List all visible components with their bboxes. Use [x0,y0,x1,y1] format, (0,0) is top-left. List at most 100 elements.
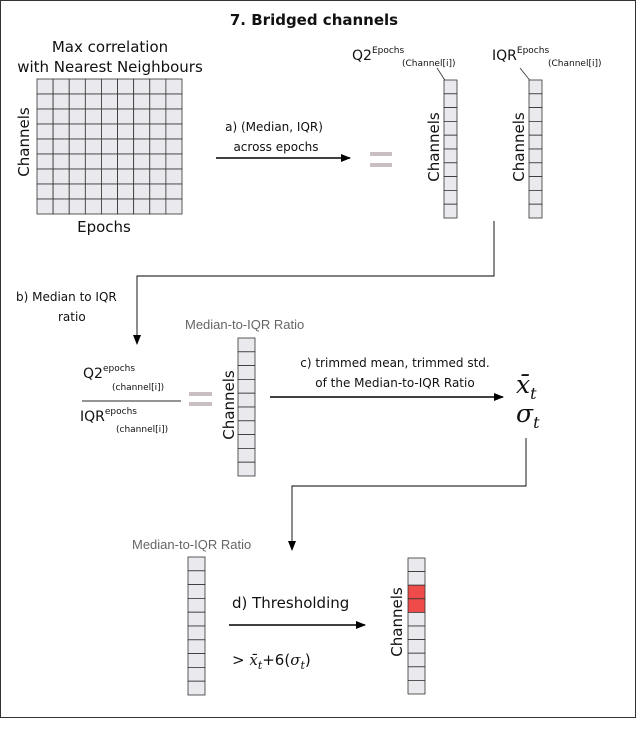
channel-cell [187,653,206,668]
channel-cell [528,162,543,178]
iqr-ylabel: Channels [510,112,528,182]
matrix-cell [68,198,86,215]
channel-cell [528,189,543,205]
matrix-cell [149,123,167,140]
fraction-denominator: IQRepochs [80,407,137,425]
channel-cell [187,625,206,641]
matrix-cell [165,168,183,185]
matrix-xlabel: Epochs [77,218,131,236]
matrix-cell [84,198,102,215]
channel-cell [443,148,458,164]
matrix-cell [36,123,54,140]
channel-cell [443,162,458,178]
matrix-cell [117,183,135,200]
fraction-denominator-sub: (channel[i]) [116,425,168,435]
step-b-line2: ratio [58,310,86,324]
channel-cell [187,556,206,572]
channel-cell [528,79,543,95]
matrix-cell [101,168,118,185]
matrix-cell [133,168,151,185]
q2-label: Q2Epochs [352,46,404,64]
channel-cell [407,612,426,627]
channel-cell [237,351,256,366]
ratio-column-label: Median-to-IQR Ratio [185,317,304,332]
ratio-ylabel: Channels [220,370,238,440]
matrix-cell [52,78,70,95]
matrix-cell [165,78,183,95]
ratio-column-2-label: Median-to-IQR Ratio [132,537,251,552]
matrix-cell [36,138,54,155]
step-d-label: d) Thresholding [232,594,349,612]
matrix-cell [101,183,118,200]
matrix-cell [68,183,86,200]
matrix-cell [149,93,167,110]
channel-cell [237,420,256,435]
matrix-cell [133,198,151,215]
matrix-cell [165,108,183,125]
matrix-cell [149,198,167,215]
channel-cell [528,93,543,109]
channel-cell [443,134,458,150]
channel-cell [443,203,458,219]
channel-cell [187,598,206,613]
channel-cell [407,639,426,654]
matrix-cell [149,168,167,185]
channel-cell [528,203,543,219]
matrix-cell [149,153,167,170]
threshold-condition: > x̄t+6(σt) [232,651,311,672]
channel-cell [443,93,458,109]
matrix-cell [101,138,118,155]
matrix-cell [52,138,70,155]
channel-cell [187,639,206,654]
q2-ylabel: Channels [425,112,443,182]
channel-cell [443,121,458,136]
fraction-numerator-sub: (channel[i]) [112,383,164,393]
channel-cell [237,392,256,408]
result-column [407,557,426,695]
matrix-cell [52,123,70,140]
matrix-cell [117,78,135,95]
matrix-cell [84,168,102,185]
matrix-cell [84,123,102,140]
channel-cell [237,337,256,353]
channel-cell [407,652,426,668]
matrix-cell [84,93,102,110]
trimmed-std-symbol: σt [516,399,540,432]
matrix-cell [133,93,151,110]
channel-cell [187,680,206,696]
correlation-matrix [36,78,183,215]
matrix-cell [117,108,135,125]
channel-cell [443,189,458,205]
channel-cell [528,134,543,150]
matrix-cell [101,93,118,110]
channel-cell [407,557,426,573]
channel-cell [187,667,206,682]
matrix-cell [84,183,102,200]
channel-cell [187,570,206,585]
channel-cell [237,406,256,422]
channel-cell [528,107,543,122]
iqr-label-sub: (Channel[i]) [548,59,602,69]
matrix-cell [149,78,167,95]
matrix-cell [84,153,102,170]
matrix-cell [52,198,70,215]
step-c-line2: of the Median-to-IQR Ratio [315,376,474,390]
matrix-cell [36,108,54,125]
matrix-cell [165,123,183,140]
matrix-cell [133,123,151,140]
matrix-title-line2: with Nearest Neighbours [17,58,203,76]
matrix-cell [149,183,167,200]
matrix-cell [165,138,183,155]
matrix-cell [133,138,151,155]
matrix-cell [149,108,167,125]
matrix-cell [68,78,86,95]
matrix-cell [84,138,102,155]
flagged-channel-cell [407,598,426,613]
matrix-cell [117,153,135,170]
matrix-cell [36,183,54,200]
channel-cell [407,680,426,695]
matrix-cell [149,138,167,155]
matrix-cell [101,123,118,140]
